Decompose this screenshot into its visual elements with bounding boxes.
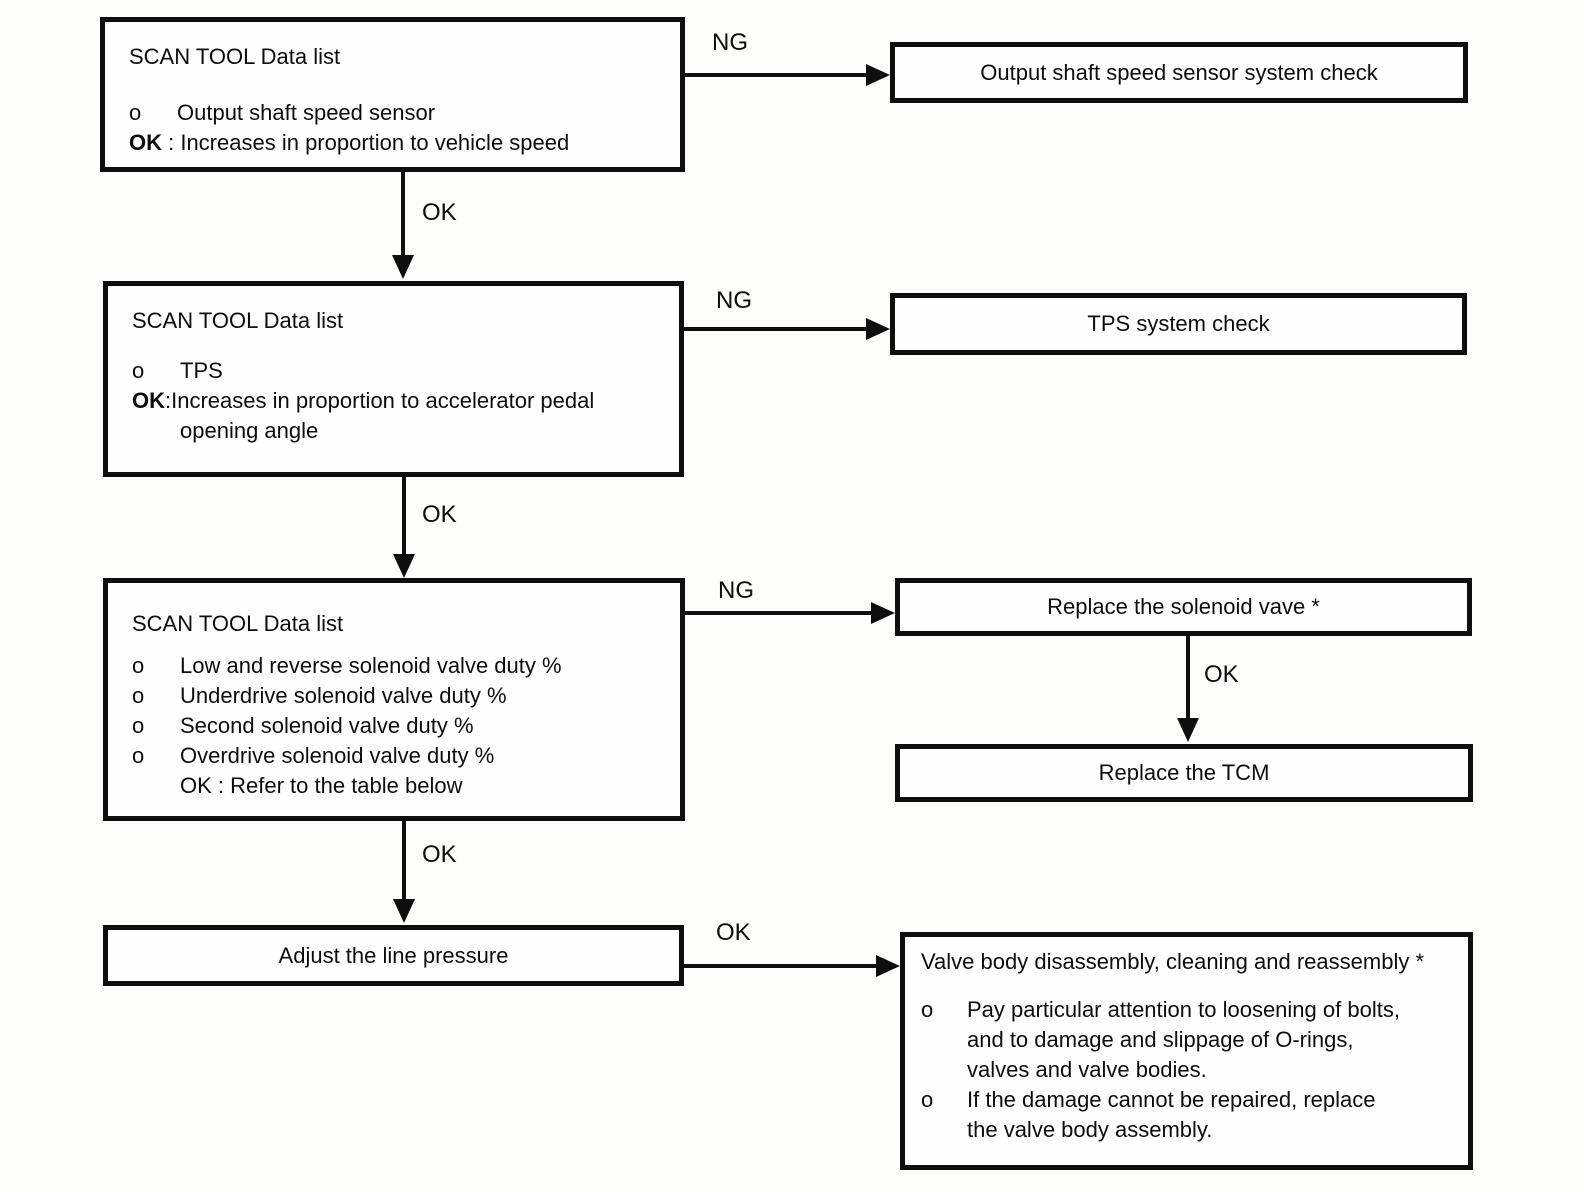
arrow-line-ok-5 xyxy=(684,964,878,968)
edge-label-ng-2: NG xyxy=(716,287,752,314)
node-replace-tcm: Replace the TCM xyxy=(895,744,1473,802)
ok-text: : Increases in proportion to vehicle spe… xyxy=(162,130,570,155)
ok-keyword: OK xyxy=(129,130,162,155)
arrow-line-ng-2 xyxy=(684,327,868,331)
ok-text: OK : Refer to the table below xyxy=(180,773,463,798)
node-title: SCAN TOOL Data list xyxy=(132,611,344,636)
list-item: o Overdrive solenoid valve duty % xyxy=(132,741,662,771)
list-item-text: Low and reverse solenoid valve duty % xyxy=(180,653,562,678)
list-item-text: Underdrive solenoid valve duty % xyxy=(180,683,507,708)
node-scan-output-shaft-speed-sensor: SCAN TOOL Data list o Output shaft speed … xyxy=(100,17,685,172)
edge-label-ok-5: OK xyxy=(716,919,751,946)
edge-label-ok-4: OK xyxy=(422,841,457,868)
ok-keyword: OK xyxy=(132,388,165,413)
list-bullet: o xyxy=(132,713,145,738)
list-item-text: TPS xyxy=(180,358,223,383)
arrow-line-ng-1 xyxy=(685,73,868,77)
node-output-shaft-speed-sensor-system-check: Output shaft speed sensor system check xyxy=(890,42,1468,103)
arrow-line-ok-2 xyxy=(402,477,406,556)
arrowhead-down-icon xyxy=(393,899,415,923)
node-label: TPS system check xyxy=(1087,311,1270,336)
arrow-line-ok-3 xyxy=(1186,636,1190,720)
node-replace-solenoid-valve: Replace the solenoid vave * xyxy=(895,578,1472,636)
ok-separator: : xyxy=(165,388,172,413)
node-body: SCAN TOOL Data list o Output shaft speed … xyxy=(105,22,680,158)
spacer xyxy=(132,771,180,801)
node-scan-tps: SCAN TOOL Data list o TPS OK:Increases in… xyxy=(103,281,684,477)
list-item-text: Overdrive solenoid valve duty % xyxy=(180,743,495,768)
note-line: valves and valve bodies. xyxy=(967,1057,1207,1082)
ok-text-line2: opening angle xyxy=(180,418,319,443)
arrowhead-right-icon xyxy=(866,318,890,340)
note-text: If the damage cannot be repaired, replac… xyxy=(967,1085,1376,1145)
edge-label-ng-1: NG xyxy=(712,29,748,56)
list-item: o TPS xyxy=(132,356,661,386)
list-bullet: o xyxy=(921,1087,934,1112)
note-line: the valve body assembly. xyxy=(967,1117,1213,1142)
arrowhead-right-icon xyxy=(866,64,890,86)
node-title: SCAN TOOL Data list xyxy=(132,308,344,333)
list-item: o Underdrive solenoid valve duty % xyxy=(132,681,662,711)
note-item: o If the damage cannot be repaired, repl… xyxy=(921,1085,1454,1145)
ok-criterion: OK : Increases in proportion to vehicle … xyxy=(129,128,662,158)
node-tps-system-check: TPS system check xyxy=(890,293,1467,355)
node-adjust-line-pressure: Adjust the line pressure xyxy=(103,925,684,986)
arrowhead-down-icon xyxy=(1177,718,1199,742)
ok-criterion: OK:Increases in proportion to accelerato… xyxy=(132,386,661,416)
list-bullet: o xyxy=(129,100,142,125)
arrowhead-right-icon xyxy=(876,955,900,977)
list-item: o Output shaft speed sensor xyxy=(129,98,662,128)
edge-label-ng-3: NG xyxy=(718,577,754,604)
list-bullet: o xyxy=(921,997,934,1022)
arrow-line-ok-1 xyxy=(401,172,405,256)
list-bullet: o xyxy=(132,358,145,383)
node-valve-body-service: Valve body disassembly, cleaning and rea… xyxy=(900,932,1473,1170)
list-item: o Low and reverse solenoid valve duty % xyxy=(132,651,662,681)
node-label: Adjust the line pressure xyxy=(278,942,509,968)
node-title: Valve body disassembly, cleaning and rea… xyxy=(921,949,1425,974)
node-title: SCAN TOOL Data list xyxy=(129,44,341,69)
ok-text-line1: Increases in proportion to accelerator p… xyxy=(171,388,595,413)
note-line: Pay particular attention to loosening of… xyxy=(967,997,1400,1022)
arrow-line-ng-3 xyxy=(685,611,873,615)
list-bullet: o xyxy=(132,683,145,708)
node-label: Output shaft speed sensor system check xyxy=(980,59,1378,85)
node-scan-solenoid-valve-duty: SCAN TOOL Data list o Low and reverse sol… xyxy=(103,578,685,821)
list-item-text: Second solenoid valve duty % xyxy=(180,713,474,738)
edge-label-ok-3: OK xyxy=(1204,661,1239,688)
node-label: Replace the TCM xyxy=(1098,760,1270,785)
node-body: SCAN TOOL Data list o Low and reverse sol… xyxy=(108,583,680,801)
note-line: If the damage cannot be repaired, replac… xyxy=(967,1087,1376,1112)
node-body: Valve body disassembly, cleaning and rea… xyxy=(905,937,1468,1145)
edge-label-ok-2: OK xyxy=(422,501,457,528)
list-bullet: o xyxy=(132,743,145,768)
note-line: and to damage and slippage of O-rings, xyxy=(967,1027,1354,1052)
note-item: o Pay particular attention to loosening … xyxy=(921,995,1454,1085)
ok-criterion: OK : Refer to the table below xyxy=(132,771,662,801)
arrowhead-down-icon xyxy=(393,554,415,578)
note-text: Pay particular attention to loosening of… xyxy=(967,995,1400,1085)
node-body: SCAN TOOL Data list o TPS OK:Increases in… xyxy=(108,286,679,446)
edge-label-ok-1: OK xyxy=(422,199,457,226)
node-label: Replace the solenoid vave * xyxy=(1047,594,1320,619)
list-item-text: Output shaft speed sensor xyxy=(177,100,436,125)
arrowhead-right-icon xyxy=(871,602,895,624)
arrowhead-down-icon xyxy=(392,255,414,279)
list-item: o Second solenoid valve duty % xyxy=(132,711,662,741)
list-bullet: o xyxy=(132,653,145,678)
arrow-line-ok-4 xyxy=(402,821,406,901)
